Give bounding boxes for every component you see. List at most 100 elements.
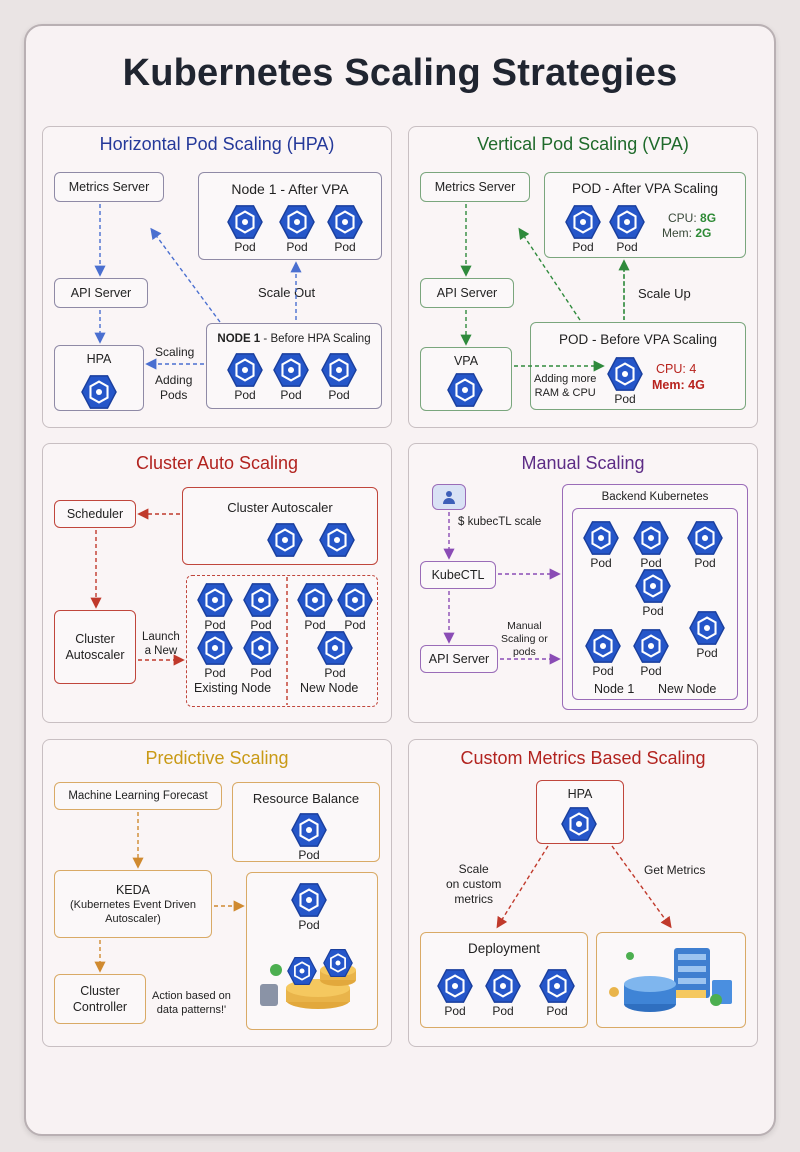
panel-cluster-title: Cluster Auto Scaling	[135, 453, 299, 473]
cluster-launch-label: Launch a New	[142, 631, 180, 658]
pod-icon	[688, 610, 726, 646]
cluster-scheduler: Scheduler	[54, 500, 136, 528]
custom-deployment-label: Deployment	[467, 941, 541, 956]
pod-label: Pod	[334, 240, 356, 254]
cluster-existing-node-label: Existing Node	[194, 681, 272, 695]
manual-scaling-label: Manual Scaling or pods	[501, 620, 548, 659]
pod-label: Pod	[250, 666, 272, 680]
pod-icon	[582, 520, 620, 556]
pod-icon	[242, 582, 280, 618]
cluster-autoscaler-left: Cluster Autoscaler	[54, 610, 136, 684]
predictive-keda: KEDA (Kubernetes Event Driven Autoscaler…	[54, 870, 212, 938]
custom-get-metrics-label: Get Metrics	[644, 863, 706, 877]
pod-icon	[446, 372, 484, 408]
pod-icon	[296, 582, 334, 618]
pod-icon	[290, 882, 328, 918]
pod-icon	[80, 374, 118, 410]
custom-hpa-label: HPA	[567, 787, 593, 801]
pod-icon	[608, 204, 646, 240]
pod-icon	[326, 204, 364, 240]
pod-icon	[266, 522, 304, 558]
predictive-resource-balance-label: Resource Balance	[252, 791, 360, 806]
pod-label: Pod	[590, 556, 612, 570]
pod-icon	[290, 812, 328, 848]
pod-label: Pod	[324, 666, 346, 680]
pod-label: Pod	[286, 240, 308, 254]
pod-icon	[560, 806, 598, 842]
vpa-controller-label: VPA	[453, 354, 479, 368]
manual-node1-label: Node 1	[594, 682, 635, 696]
pod-icon	[286, 956, 318, 986]
custom-scale-label: Scale on custom metrics	[446, 862, 502, 906]
pod-label: Pod	[204, 618, 226, 632]
predictive-cluster-controller: Cluster Controller	[54, 974, 146, 1024]
pod-icon	[226, 204, 264, 240]
panel-custom-title: Custom Metrics Based Scaling	[460, 748, 706, 768]
manual-new-node-label: New Node	[658, 682, 717, 696]
panel-manual-title: Manual Scaling	[521, 453, 645, 473]
pod-label: Pod	[642, 604, 664, 618]
server-metrics-illustration	[609, 948, 732, 1012]
pod-label: Pod	[250, 618, 272, 632]
predictive-keda-sub: (Kubernetes Event Driven Autoscaler)	[70, 898, 196, 926]
pod-label: Pod	[234, 388, 256, 402]
vpa-adding-more-label: Adding more RAM & CPU	[534, 373, 597, 399]
manual-kubectl: KubeCTL	[420, 561, 496, 589]
pod-label: Pod	[546, 1004, 568, 1018]
pod-icon	[538, 968, 576, 1004]
pod-icon	[564, 204, 602, 240]
vpa-after-cpu: CPU: 8G	[668, 211, 717, 225]
pod-label: Pod	[280, 388, 302, 402]
pod-label: Pod	[298, 918, 320, 932]
page-title: Kubernetes Scaling Strategies	[122, 52, 678, 94]
pod-icon	[196, 630, 234, 666]
pod-icon	[484, 968, 522, 1004]
pod-label: Pod	[328, 388, 350, 402]
pod-label: Pod	[234, 240, 256, 254]
pod-icon	[336, 582, 374, 618]
pod-label: Pod	[304, 618, 326, 632]
pod-label: Pod	[616, 240, 638, 254]
pod-label: Pod	[572, 240, 594, 254]
panel-vpa-title: Vertical Pod Scaling (VPA)	[477, 134, 689, 154]
pod-icon	[606, 356, 644, 392]
vpa-after-mem: Mem: 2G	[662, 226, 712, 240]
hpa-api-server: API Server	[54, 278, 148, 308]
cluster-new-node-label: New Node	[300, 681, 359, 695]
predictive-keda-title: KEDA	[115, 882, 151, 897]
pod-label: Pod	[696, 646, 718, 660]
pod-icon	[242, 630, 280, 666]
pod-label: Pod	[614, 392, 636, 406]
hpa-controller-label: HPA	[86, 352, 112, 366]
pod-label: Pod	[204, 666, 226, 680]
manual-backend-label: Backend Kubernetes	[601, 491, 709, 503]
pod-icon	[686, 520, 724, 556]
vpa-pod-after-label: POD - After VPA Scaling	[571, 181, 719, 196]
hpa-scaling-label: Scaling	[155, 345, 195, 359]
predictive-ml-forecast: Machine Learning Forecast	[54, 782, 222, 810]
hpa-node-after-label: Node 1 - After VPA	[231, 181, 349, 197]
pod-label: Pod	[344, 618, 366, 632]
pod-icon	[584, 628, 622, 664]
pod-icon	[226, 352, 264, 388]
pod-label: Pod	[592, 664, 614, 678]
pod-label: Pod	[640, 664, 662, 678]
pod-icon	[632, 628, 670, 664]
panel-predictive-title: Predictive Scaling	[145, 748, 289, 768]
vpa-pod-before-label: POD - Before VPA Scaling	[558, 332, 718, 347]
predictive-action-label: Action based on data patterns!'	[152, 990, 231, 1016]
panel-hpa-title: Horizontal Pod Scaling (HPA)	[99, 134, 335, 154]
pod-icon	[278, 204, 316, 240]
pod-label: Pod	[694, 556, 716, 570]
manual-api-server: API Server	[420, 645, 498, 673]
cluster-autoscaler-top-label: Cluster Autoscaler	[227, 500, 333, 515]
vpa-metrics-server: Metrics Server	[420, 172, 530, 202]
pod-label: Pod	[640, 556, 662, 570]
user-icon	[443, 491, 455, 504]
vpa-api-server: API Server	[420, 278, 514, 308]
hpa-node-before-bold: NODE 1	[217, 333, 261, 345]
hpa-metrics-server: Metrics Server	[54, 172, 164, 202]
hpa-scale-out-label: Scale Out	[258, 285, 316, 300]
hpa-node-before-rest: - Before HPA Scaling	[260, 333, 371, 345]
pod-icon	[320, 352, 358, 388]
